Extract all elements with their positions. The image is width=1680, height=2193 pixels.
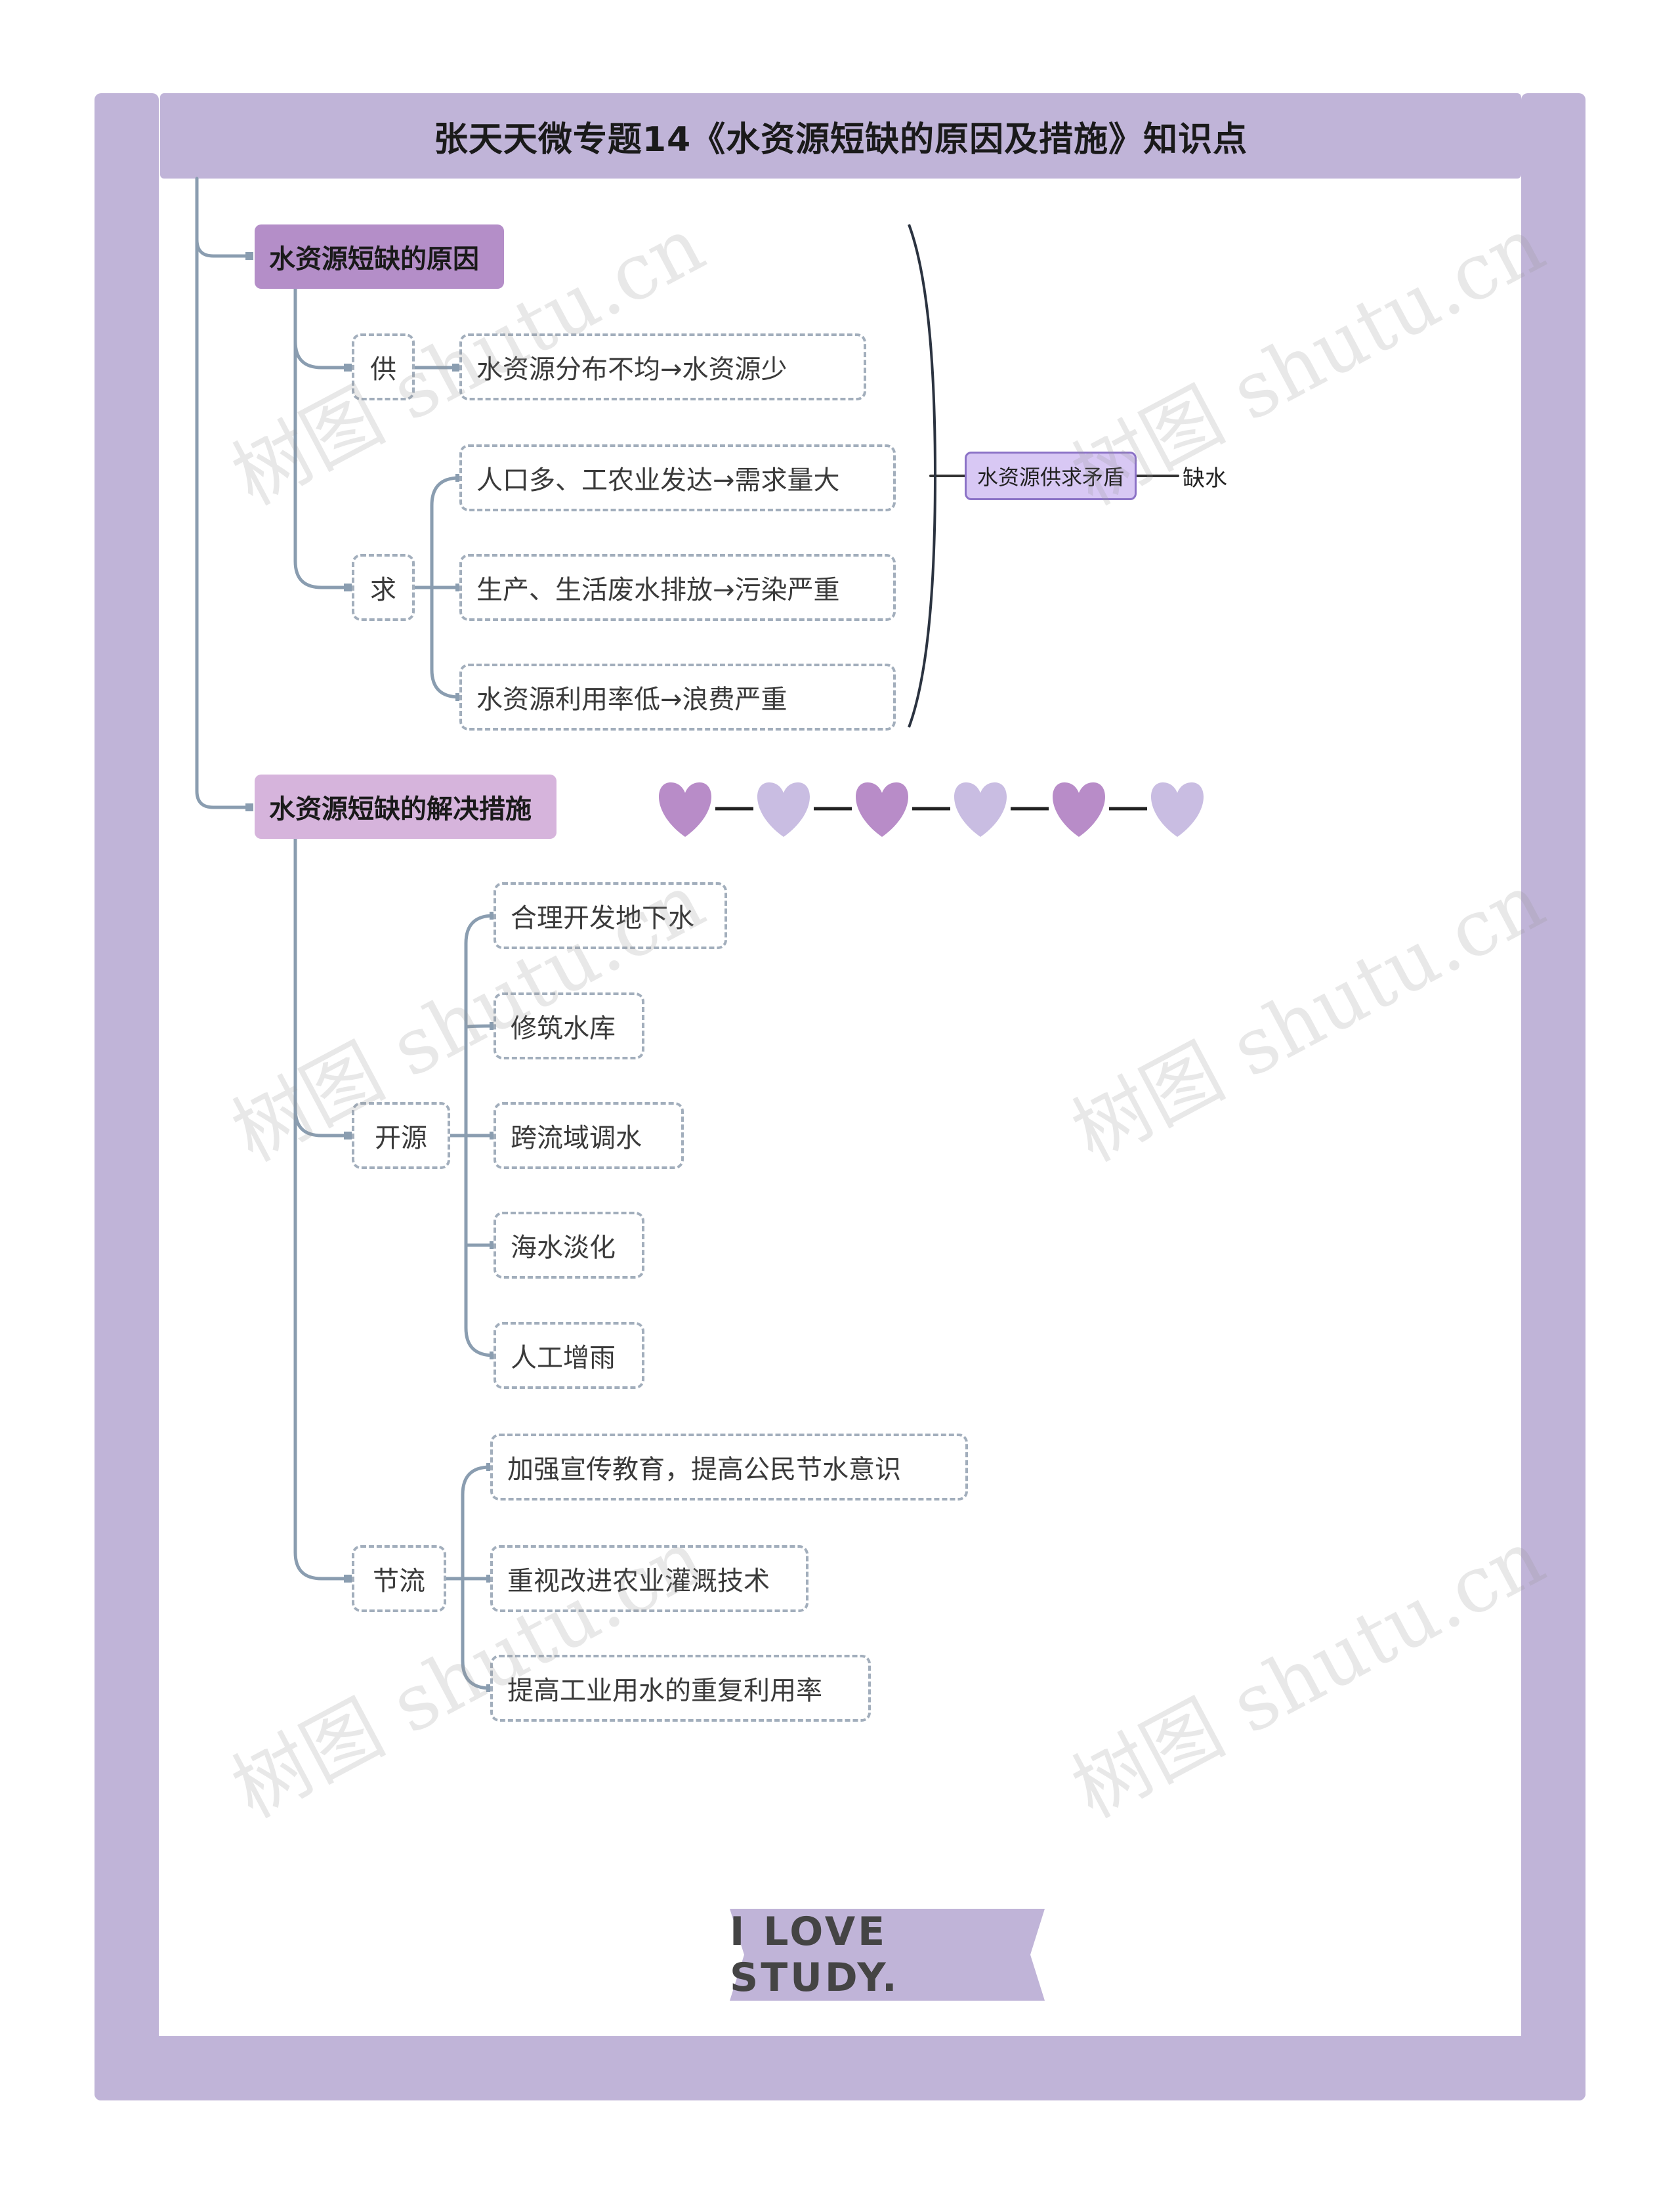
open-source-item-2[interactable]: 修筑水库	[494, 992, 644, 1059]
demand-item-1[interactable]: 人口多、工农业发达→需求量大	[459, 444, 896, 511]
banner-ribbon	[730, 1909, 1045, 2001]
open-source-item-5[interactable]: 人工增雨	[494, 1322, 644, 1389]
throttle-item-1[interactable]: 加强宣传教育，提高公民节水意识	[490, 1434, 968, 1501]
open-source-item-1[interactable]: 合理开发地下水	[494, 882, 727, 949]
demand-item-2[interactable]: 生产、生活废水排放→污染严重	[459, 554, 896, 621]
throttle-node[interactable]: 节流	[352, 1545, 446, 1612]
frame-left-bar	[94, 93, 159, 2100]
frame-bottom-bar	[94, 2036, 1586, 2100]
frame-right-bar	[1521, 93, 1586, 2100]
causes-node[interactable]: 水资源短缺的原因	[255, 224, 504, 289]
heart-icon	[1052, 782, 1106, 837]
open-source-node[interactable]: 开源	[352, 1102, 450, 1169]
banner-text: I LOVE STUDY.	[730, 1909, 900, 2001]
heart-icon	[954, 782, 1007, 837]
measures-node[interactable]: 水资源短缺的解决措施	[255, 775, 556, 839]
open-source-item-4[interactable]: 海水淡化	[494, 1212, 644, 1279]
demand-node[interactable]: 求	[352, 554, 415, 621]
summary-node[interactable]: 水资源供求矛盾	[965, 452, 1137, 500]
title-bar: 张天天微专题14《水资源短缺的原因及措施》知识点	[160, 93, 1521, 179]
supply-item[interactable]: 水资源分布不均→水资源少	[459, 333, 866, 400]
hearts-chain	[658, 782, 1204, 837]
supply-node[interactable]: 供	[352, 333, 415, 400]
result-node[interactable]: 缺水	[1183, 465, 1227, 492]
heart-icon	[855, 782, 909, 837]
heart-icon	[1150, 782, 1204, 837]
heart-icon	[658, 782, 712, 837]
heart-icon	[757, 782, 810, 837]
demand-item-3[interactable]: 水资源利用率低→浪费严重	[459, 664, 896, 731]
open-source-item-3[interactable]: 跨流域调水	[494, 1102, 684, 1169]
page-title: 张天天微专题14《水资源短缺的原因及措施》知识点	[433, 119, 1248, 160]
throttle-item-3[interactable]: 提高工业用水的重复利用率	[490, 1655, 871, 1722]
throttle-item-2[interactable]: 重视改进农业灌溉技术	[490, 1545, 808, 1612]
